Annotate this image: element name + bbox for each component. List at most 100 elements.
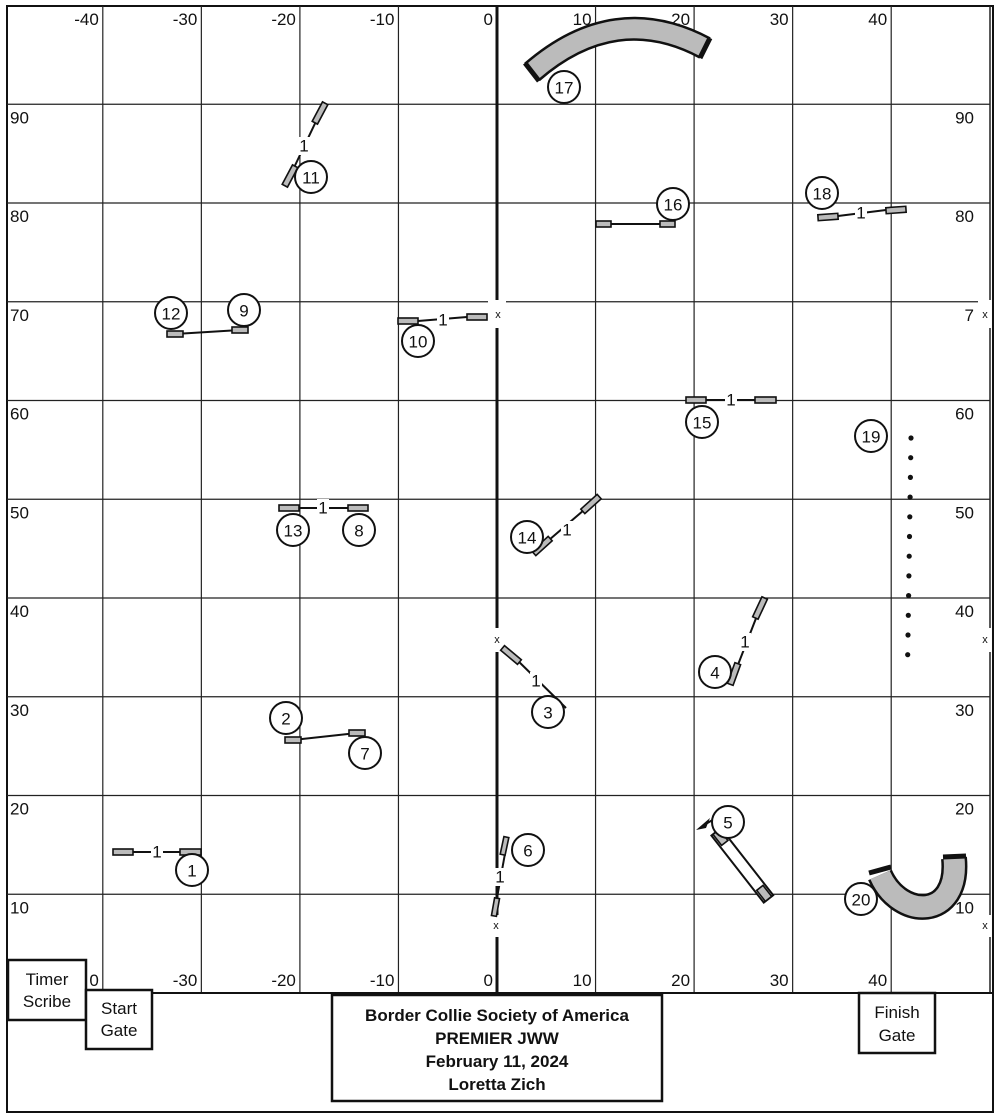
obstacle-number-16: 16: [656, 187, 690, 221]
number-label: 7: [360, 745, 369, 764]
direction-arrow-icon: [696, 818, 710, 830]
y-axis-label-left: 80: [10, 207, 29, 226]
bottom-axis-label: 20: [671, 971, 690, 990]
number-label: 12: [162, 305, 181, 324]
weave-pole: [906, 533, 913, 540]
number-label: 17: [555, 79, 574, 98]
start-gate-box: Start Gate: [84, 988, 154, 1051]
weave-poles-19: [905, 435, 914, 658]
jump-1: 1: [112, 843, 202, 862]
number-circle: [276, 513, 310, 547]
number-label: 8: [354, 522, 363, 541]
number-circle: [547, 70, 581, 104]
number-label: 14: [518, 529, 537, 548]
x-marker: x: [494, 634, 500, 646]
bottom-axis-label: 10: [573, 971, 592, 990]
number-circle: [805, 176, 839, 210]
x-marker: x: [982, 920, 988, 932]
x-axis-label: -30: [173, 10, 198, 29]
obstacle-number-3: 3: [531, 695, 565, 729]
number-label: 6: [523, 842, 532, 861]
tunnel-20: [868, 853, 968, 920]
obstacle-number-14: 14: [510, 520, 544, 554]
marker-gap: [488, 300, 506, 328]
bottom-axis-label: -20: [271, 971, 296, 990]
jump-16: [595, 220, 676, 228]
number-label: 15: [693, 414, 712, 433]
obstacle-number-6: 6: [511, 833, 545, 867]
spread-label: 1: [726, 391, 735, 410]
x-axis-label: 10: [573, 10, 592, 29]
obstacle-number-1: 1: [175, 853, 209, 887]
obstacle-number-10: 10: [401, 324, 435, 358]
weave-pole: [905, 612, 911, 618]
weave-pole: [908, 435, 914, 441]
spread-label: 1: [318, 499, 327, 518]
box-label: Gate: [101, 1021, 138, 1040]
spread-label: 1: [531, 672, 540, 691]
spread-label: 1: [299, 137, 308, 156]
y-axis-label-right: 40: [955, 602, 974, 621]
x-axis-label: 30: [770, 10, 789, 29]
obstacle-number-11: 11: [294, 160, 328, 194]
x-axis-label: 0: [484, 10, 493, 29]
number-label: 2: [281, 710, 290, 729]
weave-pole: [907, 514, 913, 520]
number-circle: [685, 405, 719, 439]
x-axis-label: -10: [370, 10, 395, 29]
number-circle: [656, 187, 690, 221]
number-circle: [844, 882, 878, 916]
obstacle-number-13: 13: [276, 513, 310, 547]
box-label: Gate: [879, 1026, 916, 1045]
spread-label: 1: [562, 521, 571, 540]
number-circle: [698, 655, 732, 689]
number-label: 16: [664, 196, 683, 215]
jump-8-13: 1: [278, 499, 369, 518]
marker-gap: [488, 628, 506, 652]
tunnel-17: [523, 16, 713, 83]
bottom-axis-label: -30: [173, 971, 198, 990]
y-axis-label-right: 30: [955, 701, 974, 720]
number-circle: [401, 324, 435, 358]
axis-labels: -400-30-30-20-20-10-10001010202030304040…: [10, 10, 974, 990]
number-circle: [510, 520, 544, 554]
bottom-axis-label: 0: [484, 971, 493, 990]
club-name: Border Collie Society of America: [365, 1006, 629, 1025]
weave-pole: [906, 593, 912, 599]
number-circle: [531, 695, 565, 729]
number-circle: [511, 833, 545, 867]
y-axis-label-left: 50: [10, 503, 29, 522]
marker-gap: [978, 915, 992, 937]
number-label: 19: [862, 428, 881, 447]
x-marker: x: [493, 920, 499, 932]
y-axis-label-right: 10: [955, 898, 974, 917]
number-label: 18: [813, 185, 832, 204]
bottom-axis-label: -10: [370, 971, 395, 990]
bottom-axis-label: 40: [868, 971, 887, 990]
number-label: 9: [239, 302, 248, 321]
weave-pole: [905, 652, 911, 658]
spread-label: 1: [856, 204, 865, 223]
weave-pole: [906, 553, 912, 559]
obstacle-number-9: 9: [227, 293, 261, 327]
number-circle: [854, 419, 888, 453]
marker-gap: [488, 915, 506, 937]
bottom-axis-label: 30: [770, 971, 789, 990]
x-marker: x: [982, 634, 988, 646]
jump-11: 1: [281, 100, 329, 189]
number-label: 10: [409, 333, 428, 352]
timer-scribe-box: Timer Scribe: [6, 958, 88, 1022]
spread-label: 1: [438, 311, 447, 330]
weave-pole: [905, 632, 911, 638]
number-label: 3: [543, 704, 552, 723]
number-label: 13: [284, 522, 303, 541]
y-axis-label-left: 20: [10, 800, 29, 819]
jump-9-12: [166, 326, 249, 338]
judge-name: Loretta Zich: [448, 1075, 545, 1094]
number-circle: [154, 296, 188, 330]
trial-date: February 11, 2024: [426, 1052, 569, 1071]
spread-label: 1: [740, 633, 749, 652]
y-axis-label-left: 10: [10, 898, 29, 917]
y-axis-label-left: 40: [10, 602, 29, 621]
